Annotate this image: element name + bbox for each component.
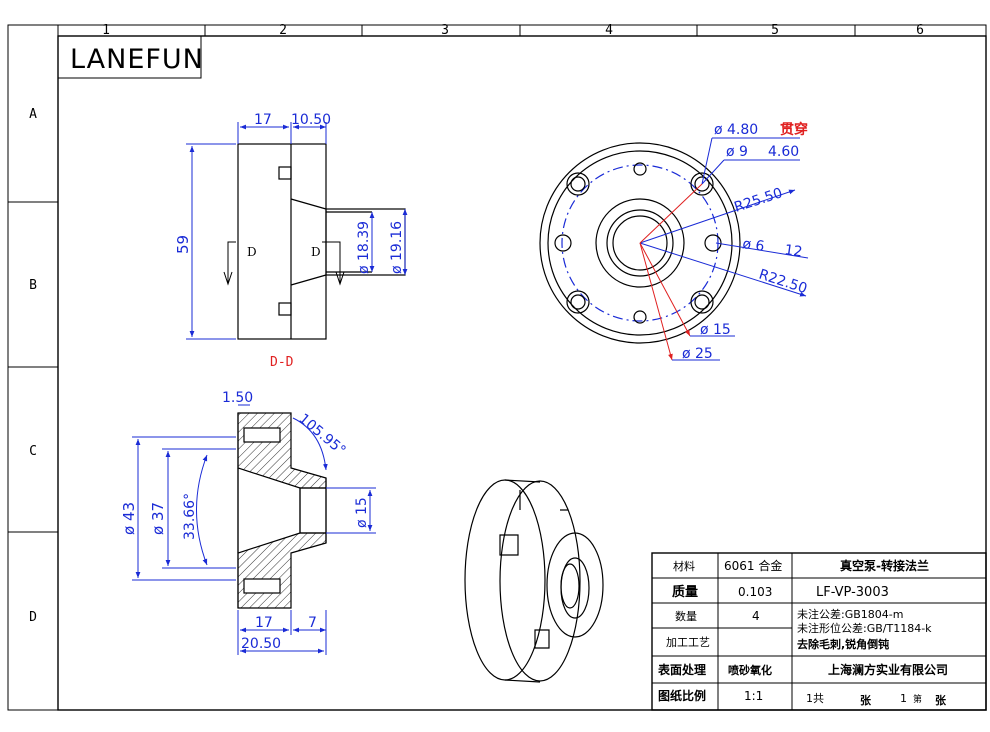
dim-sec-angle-33-66: 33.66° <box>182 493 198 540</box>
grid-col-5: 5 <box>771 23 779 38</box>
tb-sheets-word-1: 张 <box>860 693 872 707</box>
frame <box>7 24 987 711</box>
tb-sheets-num: 1 <box>900 692 907 705</box>
grid-col-4: 4 <box>605 23 613 38</box>
section-label: D-D <box>270 355 294 370</box>
grid-row-d: D <box>29 610 37 625</box>
tb-note-tolerance: 未注公差:GB1804-m <box>797 607 903 621</box>
tb-qty-value: 4 <box>752 609 760 623</box>
tb-qty-label: 数量 <box>675 610 697 623</box>
section-view-dims <box>132 404 376 655</box>
tb-process-label: 加工工艺 <box>666 636 710 649</box>
title-block <box>651 552 987 711</box>
callout-dia-6-depth: 12 <box>783 242 803 260</box>
dim-side-dia-18-39: ø 18.39 <box>356 221 372 274</box>
tb-scale-value: 1:1 <box>744 689 763 703</box>
section-view <box>237 412 327 609</box>
dim-sec-20-50: 20.50 <box>241 636 281 652</box>
tb-surface-label: 表面处理 <box>657 662 706 677</box>
isometric-view <box>464 479 604 683</box>
grid-row-a: A <box>29 107 37 122</box>
dim-sec-dia-15: ø 15 <box>354 497 370 528</box>
dim-sec-17: 17 <box>255 615 273 631</box>
tb-mass-value: 0.103 <box>738 585 772 599</box>
title-block-text: 材料 6061 合金 真空泵-转接法兰 质量 0.103 LF-VP-3003 … <box>657 558 948 707</box>
tb-sheets-total: 1共 <box>806 692 824 705</box>
tb-mass-label: 质量 <box>672 584 698 600</box>
logo: LANEFUN <box>57 35 204 79</box>
grid-row-b: B <box>29 278 37 293</box>
tb-note-deburr: 去除毛刺,锐角倒钝 <box>797 637 889 651</box>
dim-side-10-50: 10.50 <box>291 112 331 128</box>
grid-col-3: 3 <box>441 23 449 38</box>
callout-dia-15: ø 15 <box>700 322 731 338</box>
side-view-dims <box>186 122 408 340</box>
tb-company: 上海澜方实业有限公司 <box>828 662 948 677</box>
tb-surface-value: 喷砂氧化 <box>728 663 772 677</box>
tb-part-name: 真空泵-转接法兰 <box>840 558 929 573</box>
tb-sheets-word-2: 张 <box>935 693 947 707</box>
dim-sec-dia-43: ø 43 <box>120 502 138 535</box>
front-view-callouts <box>639 137 809 361</box>
callout-dia-25: ø 25 <box>682 346 713 362</box>
tb-sheets-index: 第 <box>913 693 922 705</box>
tb-part-number: LF-VP-3003 <box>816 585 889 600</box>
dim-side-dia-19-16: ø 19.16 <box>389 221 405 274</box>
grid-col-6: 6 <box>916 23 924 38</box>
grid-col-1: 1 <box>102 23 110 38</box>
grid-row-c: C <box>29 444 37 459</box>
callout-r22-50: R22.50 <box>757 267 809 298</box>
section-mark-right: D <box>311 245 321 259</box>
side-view <box>223 143 406 340</box>
callout-r25-50: R25.50 <box>732 185 784 216</box>
grid-row-labels: A B C D <box>29 107 37 625</box>
dim-sec-dia-37: ø 37 <box>149 502 167 535</box>
callout-dia-9: ø 9 <box>726 144 748 160</box>
tb-material-label: 材料 <box>673 559 695 573</box>
dim-side-59: 59 <box>174 235 192 254</box>
tb-scale-label: 图纸比例 <box>658 688 706 703</box>
callout-dia-6: ø 6 <box>741 236 765 255</box>
callout-through: 贯穿 <box>780 121 808 138</box>
dim-sec-7: 7 <box>308 615 317 631</box>
bolt-holes <box>554 162 722 324</box>
callout-dia-9-depth: 4.60 <box>768 144 799 160</box>
tb-note-geometric: 未注形位公差:GB/T1184-k <box>797 621 932 635</box>
callout-dia-4-80: ø 4.80 <box>714 122 758 138</box>
tb-material-value: 6061 合金 <box>724 558 782 573</box>
section-mark-left: D <box>247 245 257 259</box>
grid-column-labels: 1 2 3 4 5 6 <box>102 23 924 38</box>
dim-sec-1-50: 1.50 <box>222 390 253 406</box>
dim-side-17: 17 <box>254 112 272 128</box>
grid-col-2: 2 <box>279 23 287 38</box>
logo-text: LANEFUN <box>70 44 204 75</box>
